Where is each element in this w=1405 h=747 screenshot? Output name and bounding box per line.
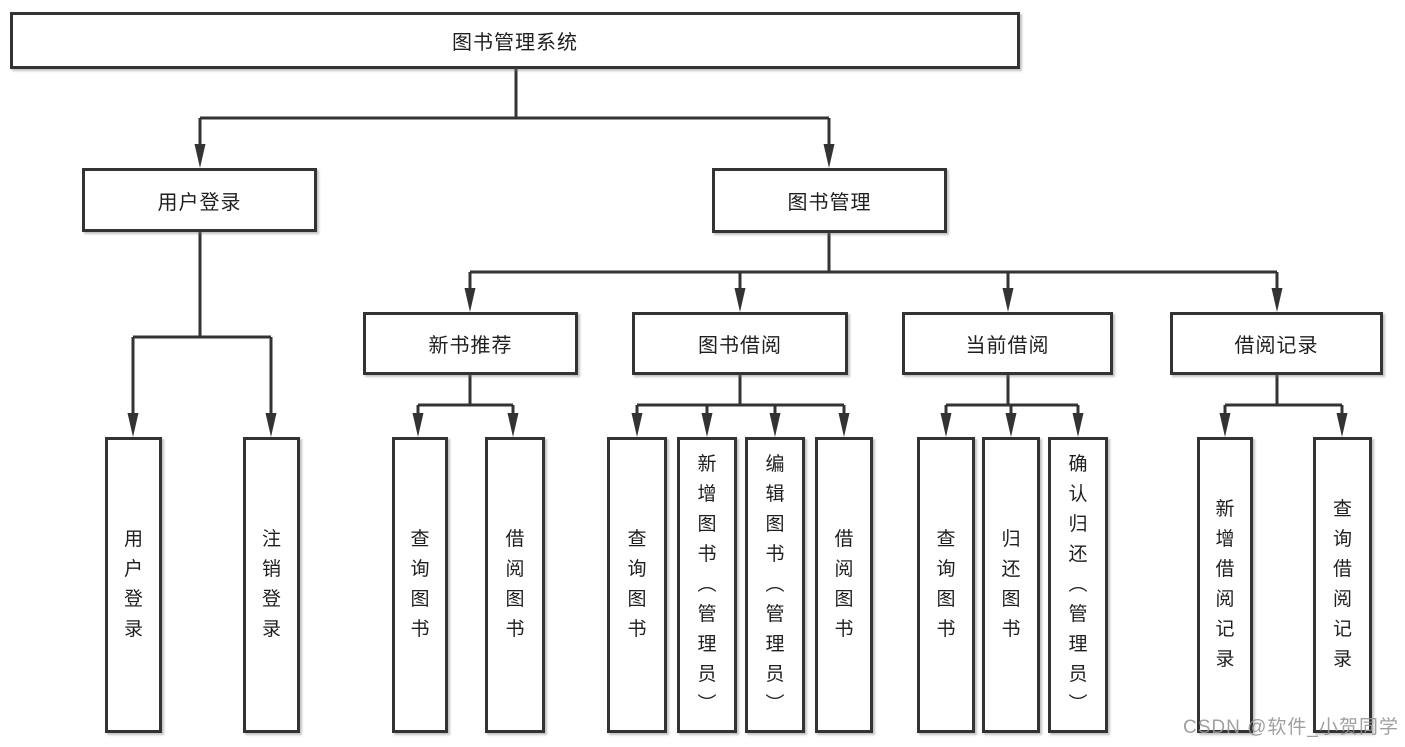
node-current-borrowing: 当前借阅	[902, 312, 1113, 375]
leaf-query-books-borrowing: 查询图书	[607, 437, 667, 733]
leaf-query-borrow-record: 查询借阅记录	[1313, 437, 1372, 733]
arrowheads	[127, 144, 1348, 437]
node-book-borrowing: 图书借阅	[632, 312, 848, 375]
leaf-add-borrow-record: 新增借阅记录	[1197, 437, 1253, 733]
leaf-query-books-current: 查询图书	[917, 437, 975, 733]
node-borrowing-records: 借阅记录	[1170, 312, 1383, 375]
leaf-borrow-books-borrowing: 借阅图书	[815, 437, 873, 733]
node-new-book-recommendation: 新书推荐	[363, 312, 578, 375]
node-book-management: 图书管理	[712, 168, 947, 233]
leaf-query-books-recommend: 查询图书	[392, 437, 448, 733]
leaf-user-login: 用户登录	[105, 437, 162, 733]
leaf-return-books: 归还图书	[982, 437, 1040, 733]
node-user-login: 用户登录	[82, 168, 317, 232]
leaf-edit-books-admin: 编辑图书︵管理员︶	[745, 437, 805, 733]
node-root: 图书管理系统	[10, 12, 1020, 69]
leaf-borrow-books-recommend: 借阅图书	[485, 437, 545, 733]
leaf-logout-login: 注销登录	[243, 437, 300, 733]
leaf-confirm-return-admin: 确认归还︵管理员︶	[1048, 437, 1108, 733]
leaf-add-books-admin: 新增图书︵管理员︶	[677, 437, 737, 733]
watermark: CSDN @软件_小贺同学	[1183, 717, 1399, 738]
